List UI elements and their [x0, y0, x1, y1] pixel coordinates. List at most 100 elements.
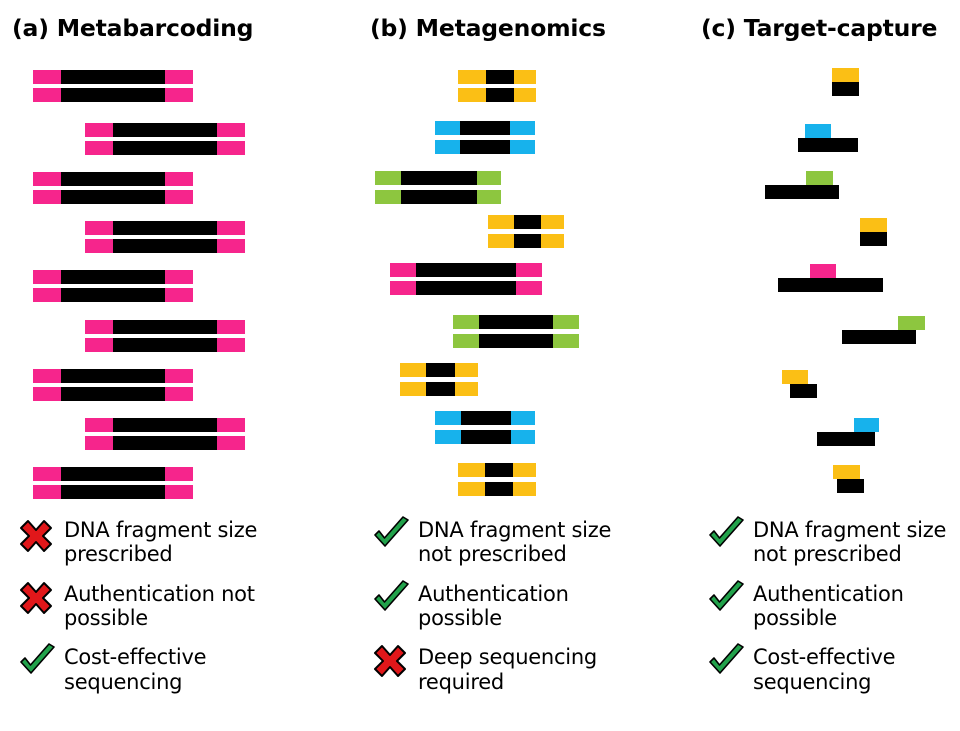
dna-fragment [33, 70, 193, 84]
adapter-cap-left [85, 418, 113, 432]
dna-core [401, 171, 477, 185]
adapter-cap-left [33, 467, 61, 481]
adapter-cap-right [553, 334, 579, 348]
dna-fragment-core [765, 185, 839, 199]
check-icon [20, 643, 55, 675]
dna-fragment [453, 334, 579, 348]
legend-row: Authentication not possible [18, 580, 348, 631]
dna-fragment-core [842, 330, 916, 344]
legend-row: DNA fragment size not prescribed [372, 516, 692, 567]
dna-fragment [85, 418, 245, 432]
adapter-cap-right [516, 263, 542, 277]
dna-fragment [33, 387, 193, 401]
cross-icon [20, 520, 52, 552]
legend-row: Authentication possible [707, 579, 960, 631]
dna-core [401, 190, 477, 204]
dna-core [113, 338, 217, 352]
dna-fragment [400, 382, 478, 396]
adapter-cap-right [511, 430, 535, 444]
dna-core [61, 467, 165, 481]
adapter-cap-left [33, 387, 61, 401]
adapter-cap-left [435, 140, 460, 154]
dna-fragment-core [832, 82, 859, 96]
dna-fragment [85, 338, 245, 352]
dna-fragment [488, 234, 564, 248]
dna-core [113, 436, 217, 450]
adapter-cap-left [85, 320, 113, 334]
dna-core [485, 482, 513, 496]
adapter-cap-left [375, 171, 401, 185]
dna-fragment [85, 141, 245, 155]
adapter-cap-right [217, 320, 245, 334]
dna-fragment [33, 190, 193, 204]
adapter-cap-right [217, 123, 245, 137]
adapter-cap-right [513, 482, 536, 496]
dna-core [460, 140, 510, 154]
dna-core [113, 123, 217, 137]
cross-icon [18, 518, 60, 558]
legend-label: DNA fragment size not prescribed [753, 518, 947, 567]
legend-label: Authentication possible [753, 581, 904, 631]
dna-fragment [435, 121, 535, 135]
legend-label: Authentication not possible [64, 581, 255, 631]
dna-fragment [375, 190, 501, 204]
adapter-cap-left [33, 270, 61, 284]
legend-row: Deep sequencing required [372, 643, 692, 694]
adapter-cap-right [165, 270, 193, 284]
adapter-cap-right [217, 418, 245, 432]
check-icon [709, 516, 744, 547]
legend-label: DNA fragment size prescribed [64, 518, 258, 567]
adapter-cap-right [510, 121, 535, 135]
adapter-cap-right [510, 140, 535, 154]
dna-core [514, 234, 541, 248]
adapter-cap-right [541, 215, 564, 229]
dna-core [113, 418, 217, 432]
dna-fragment [33, 172, 193, 186]
adapter-cap-left [458, 88, 486, 102]
adapter-cap-right [514, 88, 536, 102]
capture-probe [806, 171, 833, 185]
adapter-cap-right [513, 463, 536, 477]
dna-core [416, 281, 516, 295]
adapter-cap-left [400, 363, 426, 377]
legend-row: Cost-effective sequencing [18, 643, 348, 694]
adapter-cap-left [33, 485, 61, 499]
adapter-cap-right [165, 88, 193, 102]
adapter-cap-left [390, 263, 416, 277]
dna-fragment [435, 430, 535, 444]
adapter-cap-left [85, 436, 113, 450]
adapter-cap-left [33, 369, 61, 383]
dna-core [61, 288, 165, 302]
adapter-cap-right [455, 363, 478, 377]
dna-core [61, 70, 165, 84]
adapter-cap-left [33, 172, 61, 186]
check-icon [18, 643, 60, 683]
adapter-cap-left [453, 334, 479, 348]
dna-fragment [85, 320, 245, 334]
adapter-cap-right [541, 234, 564, 248]
dna-fragment [435, 411, 535, 425]
fragment-diagram-metagenomics [360, 0, 695, 510]
adapter-cap-left [85, 123, 113, 137]
adapter-cap-right [511, 411, 535, 425]
dna-core [461, 411, 511, 425]
adapter-cap-right [165, 467, 193, 481]
dna-core [460, 121, 510, 135]
adapter-cap-right [516, 281, 542, 295]
adapter-cap-left [85, 141, 113, 155]
dna-fragment [33, 88, 193, 102]
dna-fragment [33, 369, 193, 383]
panel-c-title: (c) Target-capture [701, 14, 938, 42]
check-icon [372, 516, 414, 556]
dna-fragment [458, 70, 536, 84]
adapter-cap-right [165, 485, 193, 499]
capture-probe [810, 264, 836, 278]
dna-fragment-core [778, 278, 883, 292]
dna-fragment [435, 140, 535, 154]
panel-metabarcoding: (a) Metabarcoding DNA fragment size pres… [0, 0, 360, 731]
legend-row: DNA fragment size prescribed [18, 516, 348, 567]
dna-core [113, 221, 217, 235]
adapter-cap-right [165, 387, 193, 401]
